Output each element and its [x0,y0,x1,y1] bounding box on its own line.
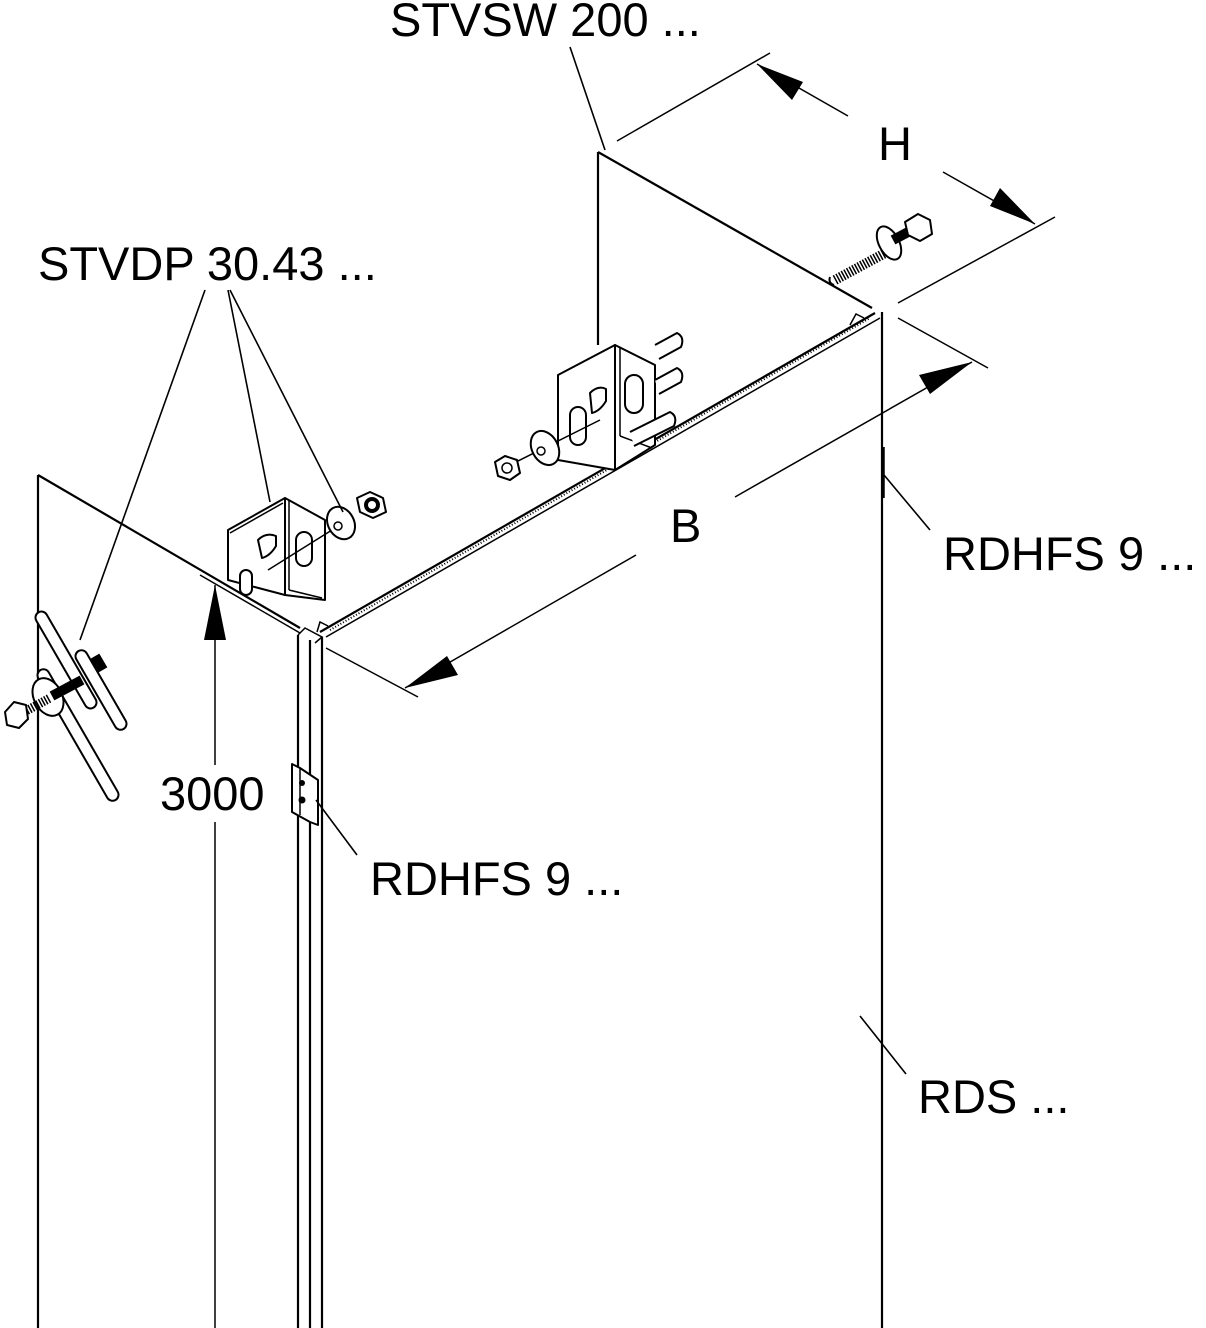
callout-rds: RDS ... [859,1015,1069,1123]
dim-b-label: B [670,499,701,552]
label-stvdp: STVDP 30.43 ... [38,237,377,290]
callout-stvdp: STVDP 30.43 ... [38,237,377,641]
bolt-left [4,610,128,802]
front-cover-panel [296,312,884,1328]
label-rdhfs-left: RDHFS 9 ... [370,852,623,905]
dimension-b: B [325,317,989,698]
bolt-top-right [828,213,933,286]
dimension-h: H [616,52,1056,304]
left-side-panel [36,474,301,1328]
bracket-rear [557,332,684,471]
washer-nut-left [326,491,387,541]
dimension-height: 3000 [160,585,265,1328]
callout-stvsw: STVSW 200 ... [390,0,701,151]
rear-side-panel [596,151,873,345]
washer-nut-rear [494,419,601,481]
bracket-left [227,497,341,601]
dim-height-label: 3000 [160,767,265,820]
label-rdhfs-right: RDHFS 9 ... [943,527,1196,580]
dim-h-label: H [878,117,912,170]
callout-rdhfs-right: RDHFS 9 ... [883,474,1196,580]
label-rds: RDS ... [918,1070,1069,1123]
label-stvsw: STVSW 200 ... [390,0,701,46]
callout-rdhfs-left: RDHFS 9 ... [315,799,623,905]
rdhfs-clip-left [291,763,319,826]
